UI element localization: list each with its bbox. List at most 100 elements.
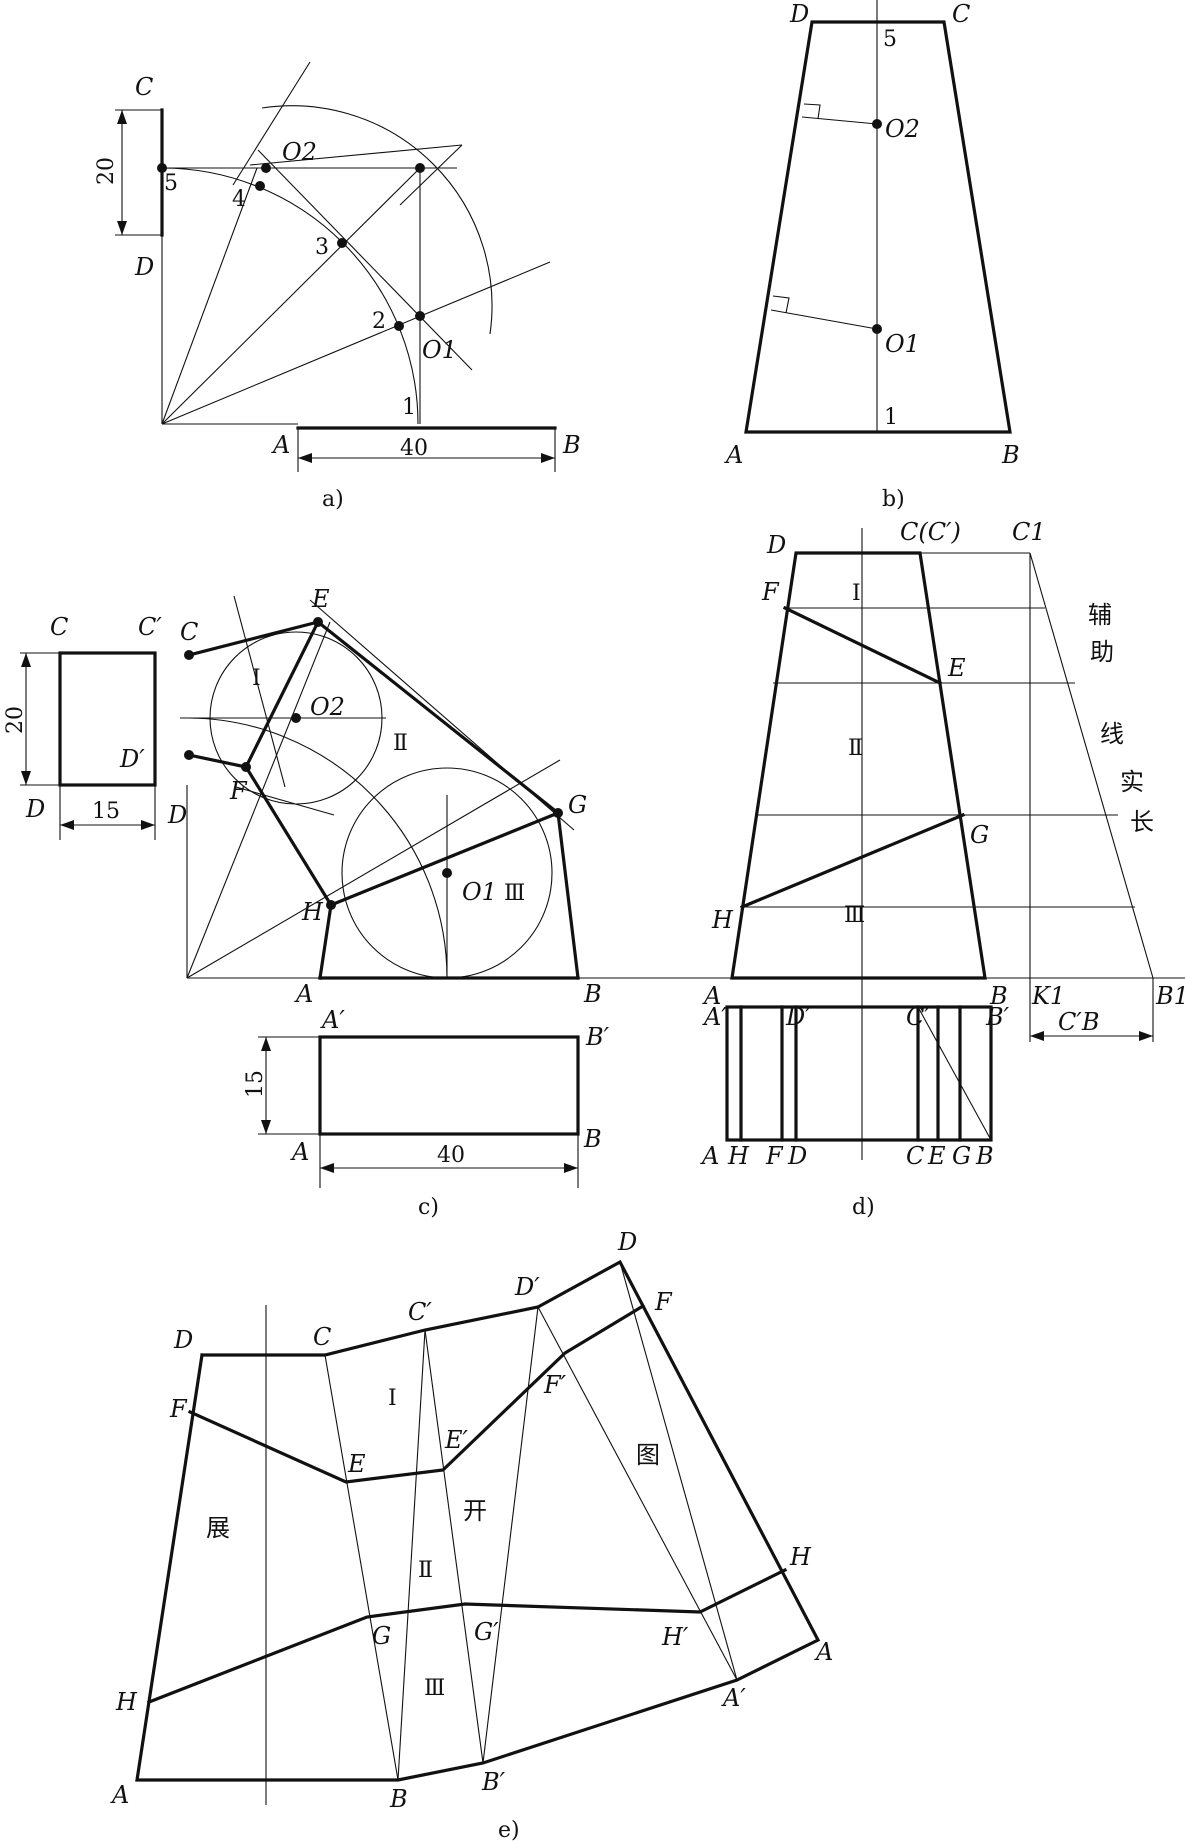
gen-cp-bp [424, 1329, 484, 1764]
dim-text-cb: C′B [1058, 1008, 1099, 1036]
panel-d: D C(C′) C1 F E G H A B K1 B1 A′ D′ C′ B′… [578, 518, 1185, 1220]
label-a-plan: A [290, 1138, 309, 1166]
label-b: B [389, 1785, 408, 1813]
point-o1 [872, 324, 882, 334]
label-e: E [311, 585, 330, 613]
label-a: A [271, 431, 290, 459]
label-f-right: F [654, 1288, 673, 1316]
label-f-prime: F′ [543, 1371, 567, 1399]
label-b: B [583, 980, 602, 1008]
bottom-label-f: F [765, 1142, 784, 1170]
bottom-label-b: B [975, 1142, 994, 1170]
arc-large [261, 105, 493, 335]
trapezoid-outline [744, 20, 1012, 434]
arrow-head [298, 453, 312, 463]
plan-view-rect [725, 1005, 993, 1142]
label-e-prime: E′ [444, 1426, 469, 1454]
label-o2: O2 [310, 693, 345, 721]
ray [186, 621, 331, 979]
point-o2 [291, 713, 301, 723]
true-length-line [1029, 552, 1154, 979]
region-i: Ⅰ [252, 666, 261, 691]
label-a: A [702, 982, 721, 1010]
label-3: 3 [315, 235, 329, 260]
title-char-2: 开 [463, 1497, 487, 1525]
point-4 [255, 181, 265, 191]
label-g: G [372, 1622, 391, 1650]
line-hg [739, 812, 966, 910]
perpendicular-o2 [801, 116, 878, 125]
label-g-prime: G′ [474, 1618, 499, 1646]
point-c [184, 650, 194, 660]
label-a-right: A [814, 1638, 833, 1666]
note-char-5: 长 [1130, 808, 1154, 836]
dim-text-40: 40 [400, 436, 428, 461]
gen-dp-ap [537, 1306, 738, 1681]
label-f-left: F [169, 1395, 188, 1423]
line-through-o2-b [249, 144, 463, 166]
label-o2: O2 [282, 138, 317, 166]
point-g [553, 808, 563, 818]
arrow-head [117, 221, 127, 235]
label-k1: K1 [1031, 982, 1065, 1010]
label-b-prime: B′ [585, 1023, 610, 1051]
label-a-prime: A′ [320, 1006, 345, 1034]
label-d: D [25, 795, 45, 823]
label-g: G [970, 821, 989, 849]
edge-ha [318, 903, 333, 980]
arrow-head [261, 1037, 271, 1051]
ray-diagonal [161, 167, 421, 425]
side-view-rect [58, 651, 157, 787]
gen-cp-b [397, 1329, 426, 1781]
arc-r [188, 717, 448, 979]
point-o1 [442, 868, 452, 878]
label-c: C [313, 1323, 331, 1351]
caption-c: c) [418, 1195, 439, 1220]
label-e: E [947, 654, 966, 682]
extension [233, 595, 286, 788]
plan-view-rect [318, 1035, 580, 1136]
label-a: A [294, 980, 313, 1008]
label-a-prime: A′ [721, 1684, 746, 1712]
region-iii: Ⅲ [844, 903, 865, 928]
panel-c: C C′ D D′ C D E F G H O2 O1 A B A′ B′ A … [3, 585, 610, 1220]
label-b: B [989, 982, 1008, 1010]
label-c: C [135, 73, 153, 101]
label-d-top: D [617, 1228, 637, 1256]
caption-b: b) [882, 487, 905, 512]
arrow-head [1030, 1031, 1044, 1041]
point-d [184, 750, 194, 760]
edge-fh [243, 764, 334, 908]
label-d-prime: D′ [514, 1273, 540, 1301]
point-h [326, 900, 336, 910]
edge-gb [556, 811, 580, 980]
caption-a: a) [322, 487, 344, 512]
label-h: H [301, 898, 324, 926]
inscribed-circle-1 [209, 631, 383, 805]
label-2: 2 [372, 309, 386, 334]
arrow-head [320, 1163, 334, 1173]
arrow-head [21, 771, 31, 785]
label-c-main: C [180, 618, 198, 646]
right-angle-mark [772, 295, 790, 314]
arrow-head [60, 820, 74, 830]
label-e: E [347, 1450, 366, 1478]
perpendicular-o1 [770, 309, 878, 330]
upper-seam-line [187, 1303, 646, 1484]
dim-text-20: 20 [94, 157, 119, 185]
point-2 [394, 321, 404, 331]
bottom-label-g: G [952, 1142, 971, 1170]
region-ii: Ⅱ [393, 731, 408, 756]
label-1: 1 [884, 405, 898, 430]
label-1: 1 [402, 395, 416, 420]
arrow-head [141, 820, 155, 830]
label-d-main: D [167, 801, 187, 829]
dim-text-15-plan: 15 [243, 1070, 268, 1098]
point-o2 [261, 163, 271, 173]
note-char-3: 线 [1100, 720, 1124, 748]
label-d-prime: D′ [785, 1003, 811, 1031]
label-d: D [134, 253, 154, 281]
bisector-upper [399, 144, 463, 206]
point-f [241, 762, 251, 772]
note-char-1: 辅 [1088, 601, 1112, 629]
